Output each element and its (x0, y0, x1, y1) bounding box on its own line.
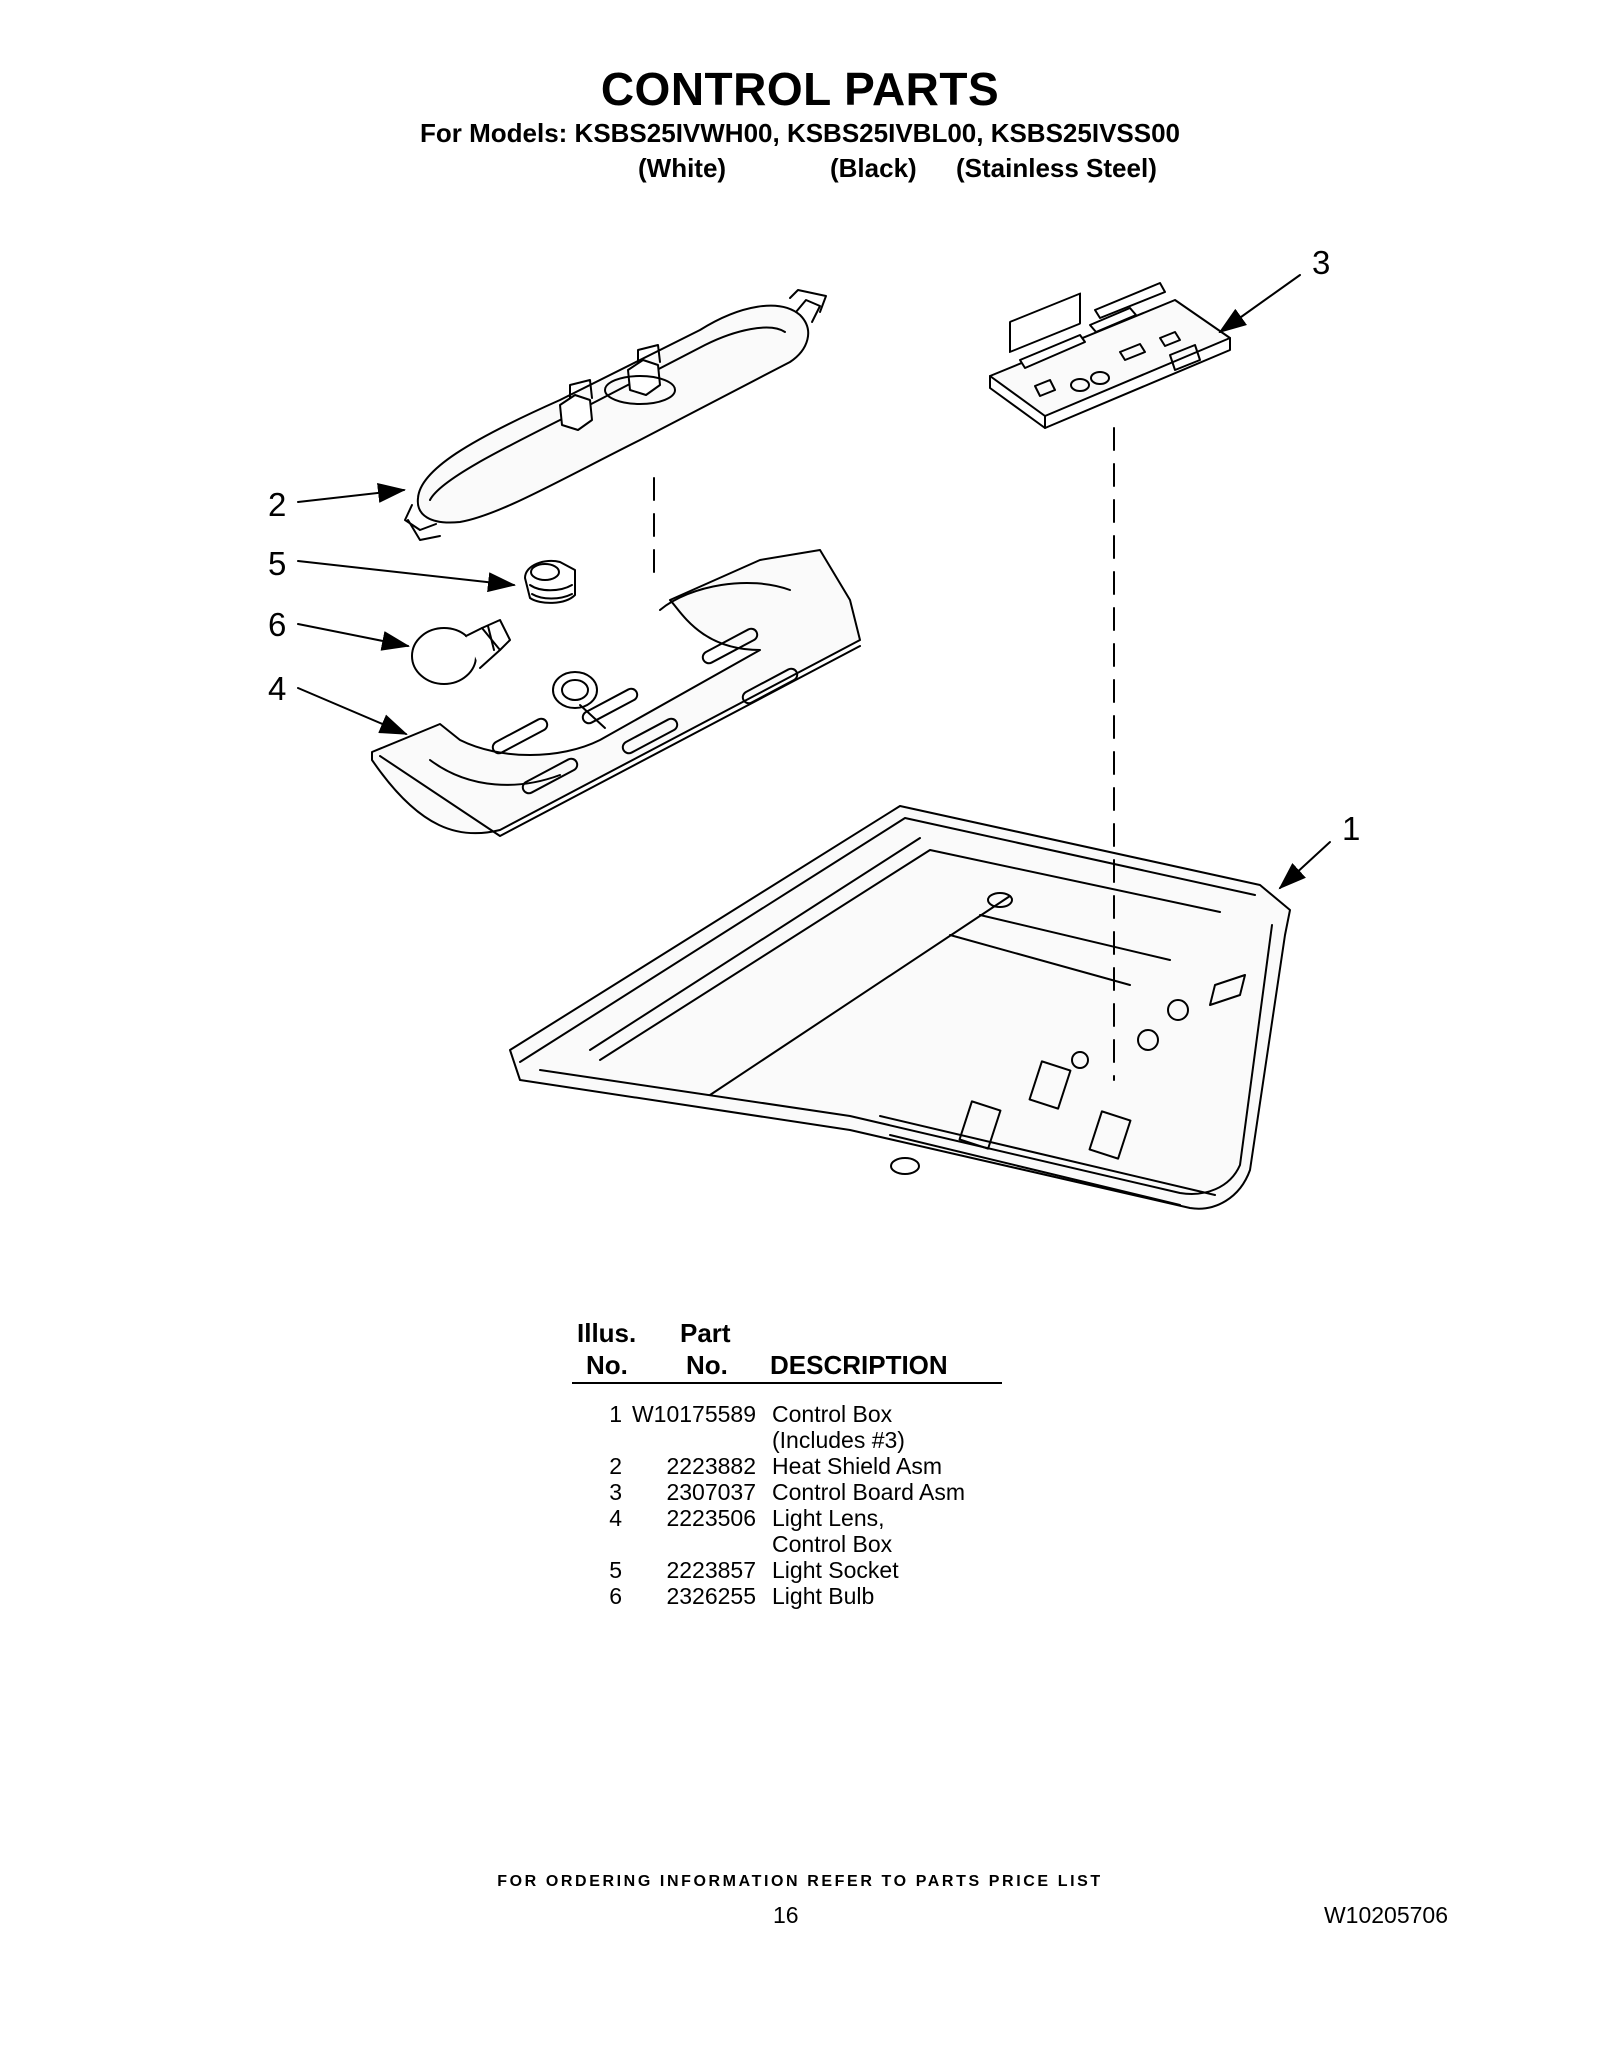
description-line2: Control Box (772, 1531, 893, 1557)
header-part-no: No. (686, 1350, 728, 1380)
light-socket-drawing (524, 559, 576, 604)
part-no: 2223857 (666, 1557, 756, 1583)
description: Control Board Asm (772, 1479, 966, 1505)
heat-shield-drawing (404, 289, 827, 541)
callout-3: 3 (1312, 244, 1331, 281)
alignment-lines (653, 427, 1115, 1081)
part-no: W10175589 (631, 1401, 756, 1427)
description: Control Box (772, 1401, 893, 1427)
light-bulb-drawing (411, 619, 511, 685)
leader-lines (297, 274, 1331, 890)
description: Light Lens, (772, 1505, 885, 1531)
model-numbers: For Models: KSBS25IVWH00, KSBS25IVBL00, … (419, 118, 1181, 148)
page-number: 16 (773, 1902, 799, 1928)
illus-no: 4 (609, 1505, 622, 1531)
part-no: 2307037 (666, 1479, 756, 1505)
exploded-view-diagram (297, 274, 1331, 1210)
part-no: 2326255 (666, 1583, 756, 1609)
color-stainless: (Stainless Steel) (956, 153, 1157, 183)
color-white: (White) (638, 153, 727, 183)
control-board-drawing (989, 282, 1231, 429)
illus-no: 2 (609, 1453, 622, 1479)
illus-no: 6 (609, 1583, 622, 1609)
header-part: Part (680, 1318, 731, 1348)
callout-5: 5 (268, 545, 287, 582)
document-number: W10205706 (1323, 1902, 1448, 1928)
part-no: 2223882 (666, 1453, 756, 1479)
color-black: (Black) (830, 153, 917, 183)
header-illus-no: No. (586, 1350, 628, 1380)
callout-4: 4 (268, 670, 287, 707)
description: Heat Shield Asm (772, 1453, 943, 1479)
description: Light Bulb (772, 1583, 875, 1609)
part-no: 2223506 (666, 1505, 756, 1531)
callout-2: 2 (268, 486, 287, 523)
header-illus: Illus. (577, 1318, 637, 1348)
illus-no: 3 (609, 1479, 622, 1505)
callout-1: 1 (1342, 810, 1361, 847)
light-lens-drawing (371, 549, 861, 837)
header-rule (572, 1382, 1002, 1384)
illus-no: 5 (609, 1557, 622, 1583)
header-description: DESCRIPTION (770, 1350, 948, 1380)
ordering-note: FOR ORDERING INFORMATION REFER TO PARTS … (497, 1873, 1103, 1890)
control-box-drawing (509, 805, 1291, 1210)
description: Light Socket (772, 1557, 899, 1583)
callout-6: 6 (268, 606, 287, 643)
illus-no: 1 (609, 1401, 622, 1427)
page-title: CONTROL PARTS (600, 63, 1000, 115)
description-line2: (Includes #3) (772, 1427, 905, 1453)
